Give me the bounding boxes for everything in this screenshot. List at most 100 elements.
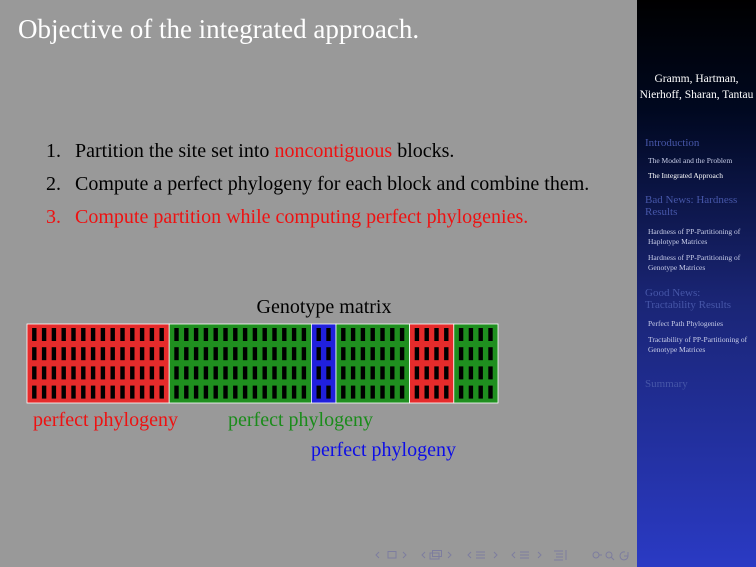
matrix-cell [488,347,493,361]
matrix-cell [301,366,307,380]
matrix-cell [341,328,346,341]
nav-left-icon[interactable] [467,551,472,559]
matrix-cell [399,347,405,361]
nav-right-icon[interactable] [493,551,498,559]
sidebar-item-integrated-approach[interactable]: The Integrated Approach [648,171,723,180]
matrix-cell [193,366,199,380]
matrix-cell [424,366,429,380]
matrix-cell [242,347,248,361]
matrix-cell [414,385,420,399]
matrix-cell [110,328,115,341]
sidebar-item-hardness-genotype[interactable]: Hardness of PP-Partitioning of Genotype … [648,253,741,272]
matrix-cell [414,328,420,341]
matrix-cell [100,366,106,380]
sidebar-item-model-problem[interactable]: The Model and the Problem [648,156,733,165]
matrix-cell [380,347,385,361]
nav-right-icon[interactable] [402,551,407,559]
matrix-cell [434,347,439,361]
matrix-cell [120,328,125,341]
matrix-cell [360,385,366,399]
section-icon[interactable] [476,551,485,559]
matrix-cell [174,366,179,380]
matrix-cell [223,385,228,399]
matrix-cell [370,366,375,380]
matrix-cell [360,347,366,361]
matrix-cell [478,366,483,380]
matrix-cell [184,385,189,399]
matrix-cell [444,328,449,341]
matrix-cell [478,347,483,361]
sidebar-section-summary[interactable]: Summary [645,378,688,390]
matrix-cell [301,328,307,341]
matrix-cell [272,328,277,341]
matrix-cell [184,328,189,341]
matrix-cell [291,366,297,380]
navigation-bar [375,550,629,561]
back-icon[interactable] [619,551,629,561]
frame-icon[interactable] [387,551,397,559]
nav-left-icon[interactable] [375,551,380,559]
matrix-cell [262,347,267,361]
matrix-cell [434,385,439,399]
item-text-after: blocks. [392,140,455,162]
matrix-cell [301,347,307,361]
matrix-cell [380,366,385,380]
item-text: Partition the site set into noncontiguou… [75,138,626,165]
matrix-cell [51,385,57,399]
matrix-cell [159,347,164,361]
matrix-cell [262,328,267,341]
matrix-cell [468,347,474,361]
toc-icon[interactable] [554,550,567,561]
nav-left-icon[interactable] [421,551,426,559]
matrix-cell [252,328,258,341]
section-icon[interactable] [520,551,529,559]
matrix-cell [390,366,395,380]
matrix-cell [360,328,366,341]
nav-right-icon[interactable] [447,551,452,559]
nav-left-icon[interactable] [511,551,516,559]
matrix-cell [61,366,66,380]
matrix-cell [81,347,86,361]
matrix-cell [193,385,199,399]
matrix-cell [341,366,346,380]
sidebar-item-tractability-genotype[interactable]: Tractability of PP-Partitioning of Genot… [648,335,748,354]
matrix-cell [139,347,145,361]
matrix-cell [316,366,321,380]
matrix-cell [399,366,405,380]
matrix-cell [41,366,47,380]
matrix-cell [272,366,277,380]
matrix-cell [71,385,76,399]
matrix-cell [61,347,66,361]
matrix-cell [350,366,356,380]
matrix-cell [110,347,115,361]
matrix-cell [380,385,385,399]
matrix-cell [120,347,125,361]
sidebar-item-hardness-haplotype[interactable]: Hardness of PP-Partitioning of Haplotype… [648,227,741,246]
matrix-block-blue [310,323,337,404]
sidebar-section-tractability[interactable]: Good News: Tractability Results [645,287,732,311]
matrix-cell [282,347,287,361]
matrix-cell [272,347,277,361]
sidebar-section-hardness[interactable]: Bad News: Hardness Results [645,194,738,218]
matrix-cell [90,347,96,361]
search-icon[interactable] [592,551,615,561]
matrix-cell [252,366,258,380]
matrix-cell [233,328,238,341]
matrix-cell [242,328,248,341]
objective-list: 1. Partition the site set into noncontig… [46,138,626,237]
matrix-cell [444,366,449,380]
matrix-cell [252,347,258,361]
matrix-cell [90,328,96,341]
sidebar-section-introduction[interactable]: Introduction [645,137,700,149]
matrix-cell [110,385,115,399]
matrix-cell [291,328,297,341]
matrix-cell [51,366,57,380]
matrix-cell [233,366,238,380]
nav-right-icon[interactable] [537,551,542,559]
matrix-cell [90,366,96,380]
subsection-icon[interactable] [429,550,442,560]
matrix-label: Genotype matrix [256,296,392,318]
sidebar-item-perfect-path[interactable]: Perfect Path Phylogenies [648,319,723,328]
matrix-cell [32,328,37,341]
matrix-cell [184,366,189,380]
